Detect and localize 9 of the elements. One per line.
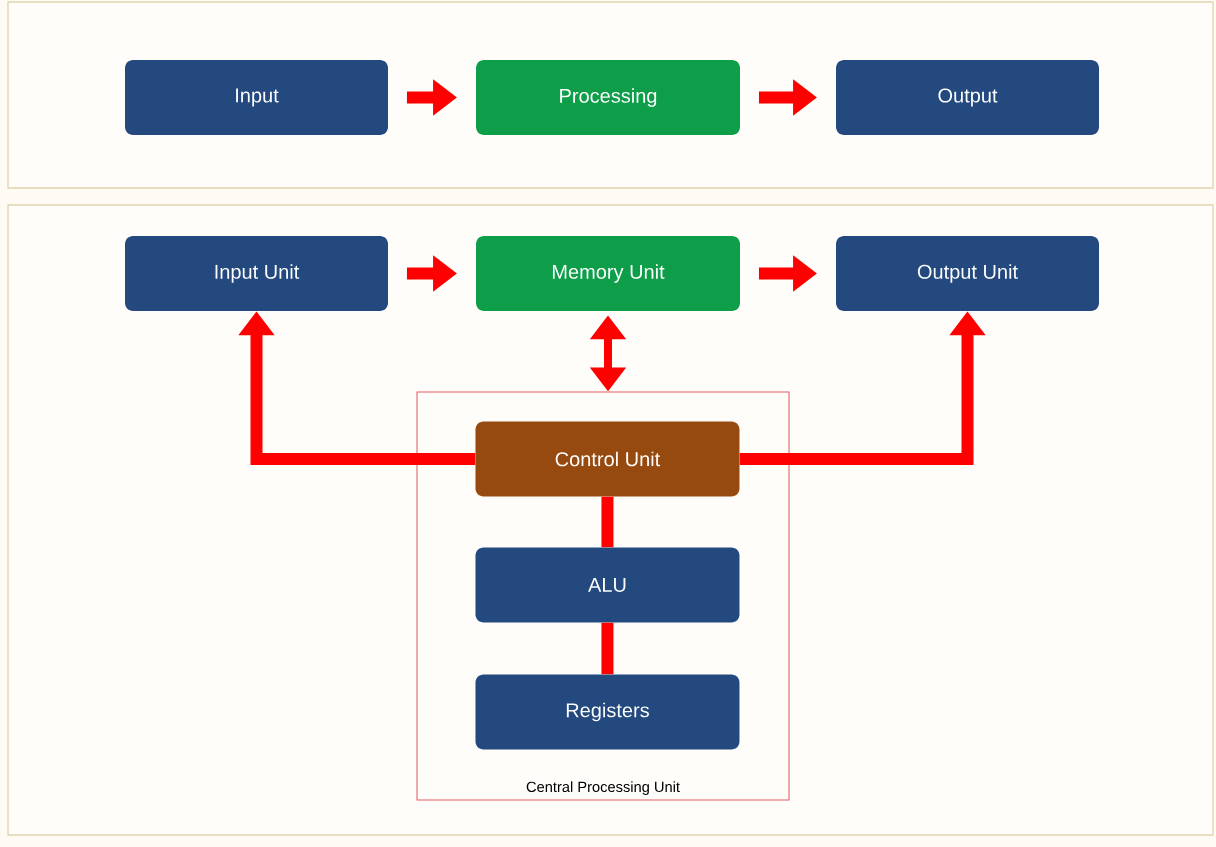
process-box: Processing bbox=[476, 60, 740, 135]
process-box: Input bbox=[125, 60, 388, 135]
process-box: Memory Unit bbox=[476, 236, 740, 311]
process-box: Output bbox=[836, 60, 1099, 135]
process-box: Input Unit bbox=[125, 236, 388, 311]
process-box: Output Unit bbox=[836, 236, 1099, 311]
process-box: Registers bbox=[475, 674, 740, 750]
process-box: ALU bbox=[475, 547, 740, 623]
process-box: Control Unit bbox=[475, 421, 740, 497]
